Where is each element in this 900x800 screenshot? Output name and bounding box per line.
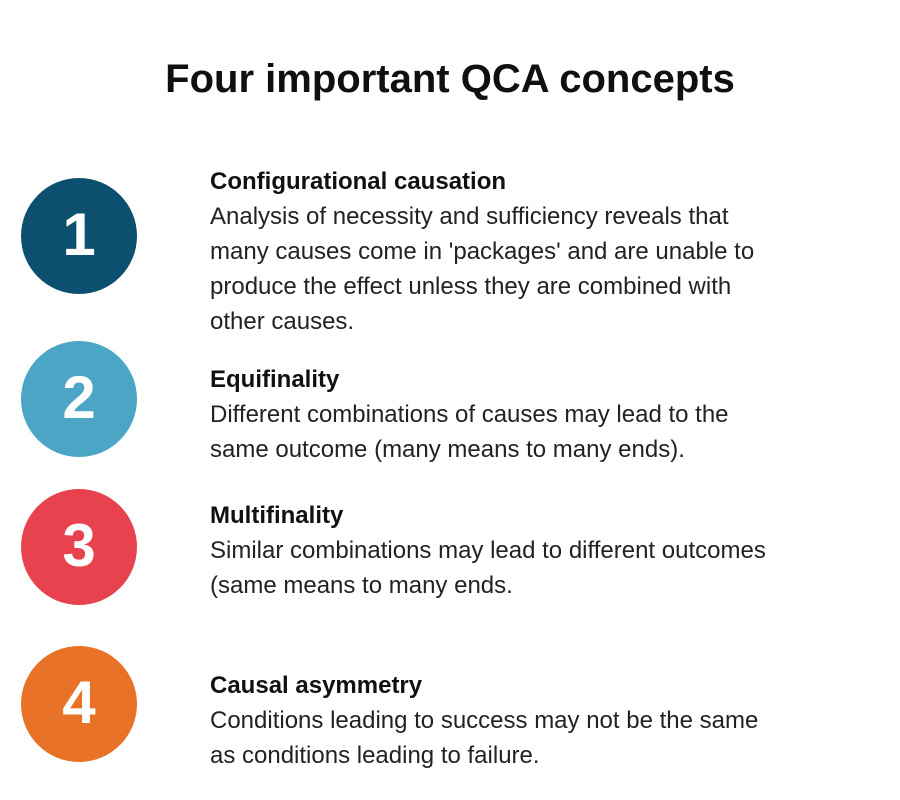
number-badge-4: 4 [21, 646, 137, 762]
concept-description: Conditions leading to success may not be… [210, 707, 759, 769]
badge-number: 1 [62, 201, 96, 268]
concept-text-2: Equifinality Different combinations of c… [210, 362, 900, 467]
concept-text-3: Multifinality Similar combinations may l… [210, 498, 900, 603]
badge-number: 3 [62, 512, 96, 579]
concept-description: Similar combinations may lead to differe… [210, 537, 766, 599]
badge-number: 2 [62, 364, 96, 431]
concept-heading: Causal asymmetry [210, 672, 423, 699]
concept-description: Different combinations of causes may lea… [210, 401, 729, 463]
concept-text-1: Configurational causation Analysis of ne… [210, 164, 900, 339]
number-badge-3: 3 [21, 489, 137, 605]
concept-heading: Multifinality [210, 502, 344, 529]
concept-text-4: Causal asymmetry Conditions leading to s… [210, 668, 900, 773]
concept-description: Analysis of necessity and sufficiency re… [210, 203, 755, 335]
number-badge-1: 1 [21, 178, 137, 294]
concept-heading: Configurational causation [210, 168, 507, 195]
page-title: Four important QCA concepts [165, 57, 735, 101]
concept-heading: Equifinality [210, 366, 340, 393]
badge-number: 4 [62, 669, 96, 736]
number-badge-2: 2 [21, 341, 137, 457]
